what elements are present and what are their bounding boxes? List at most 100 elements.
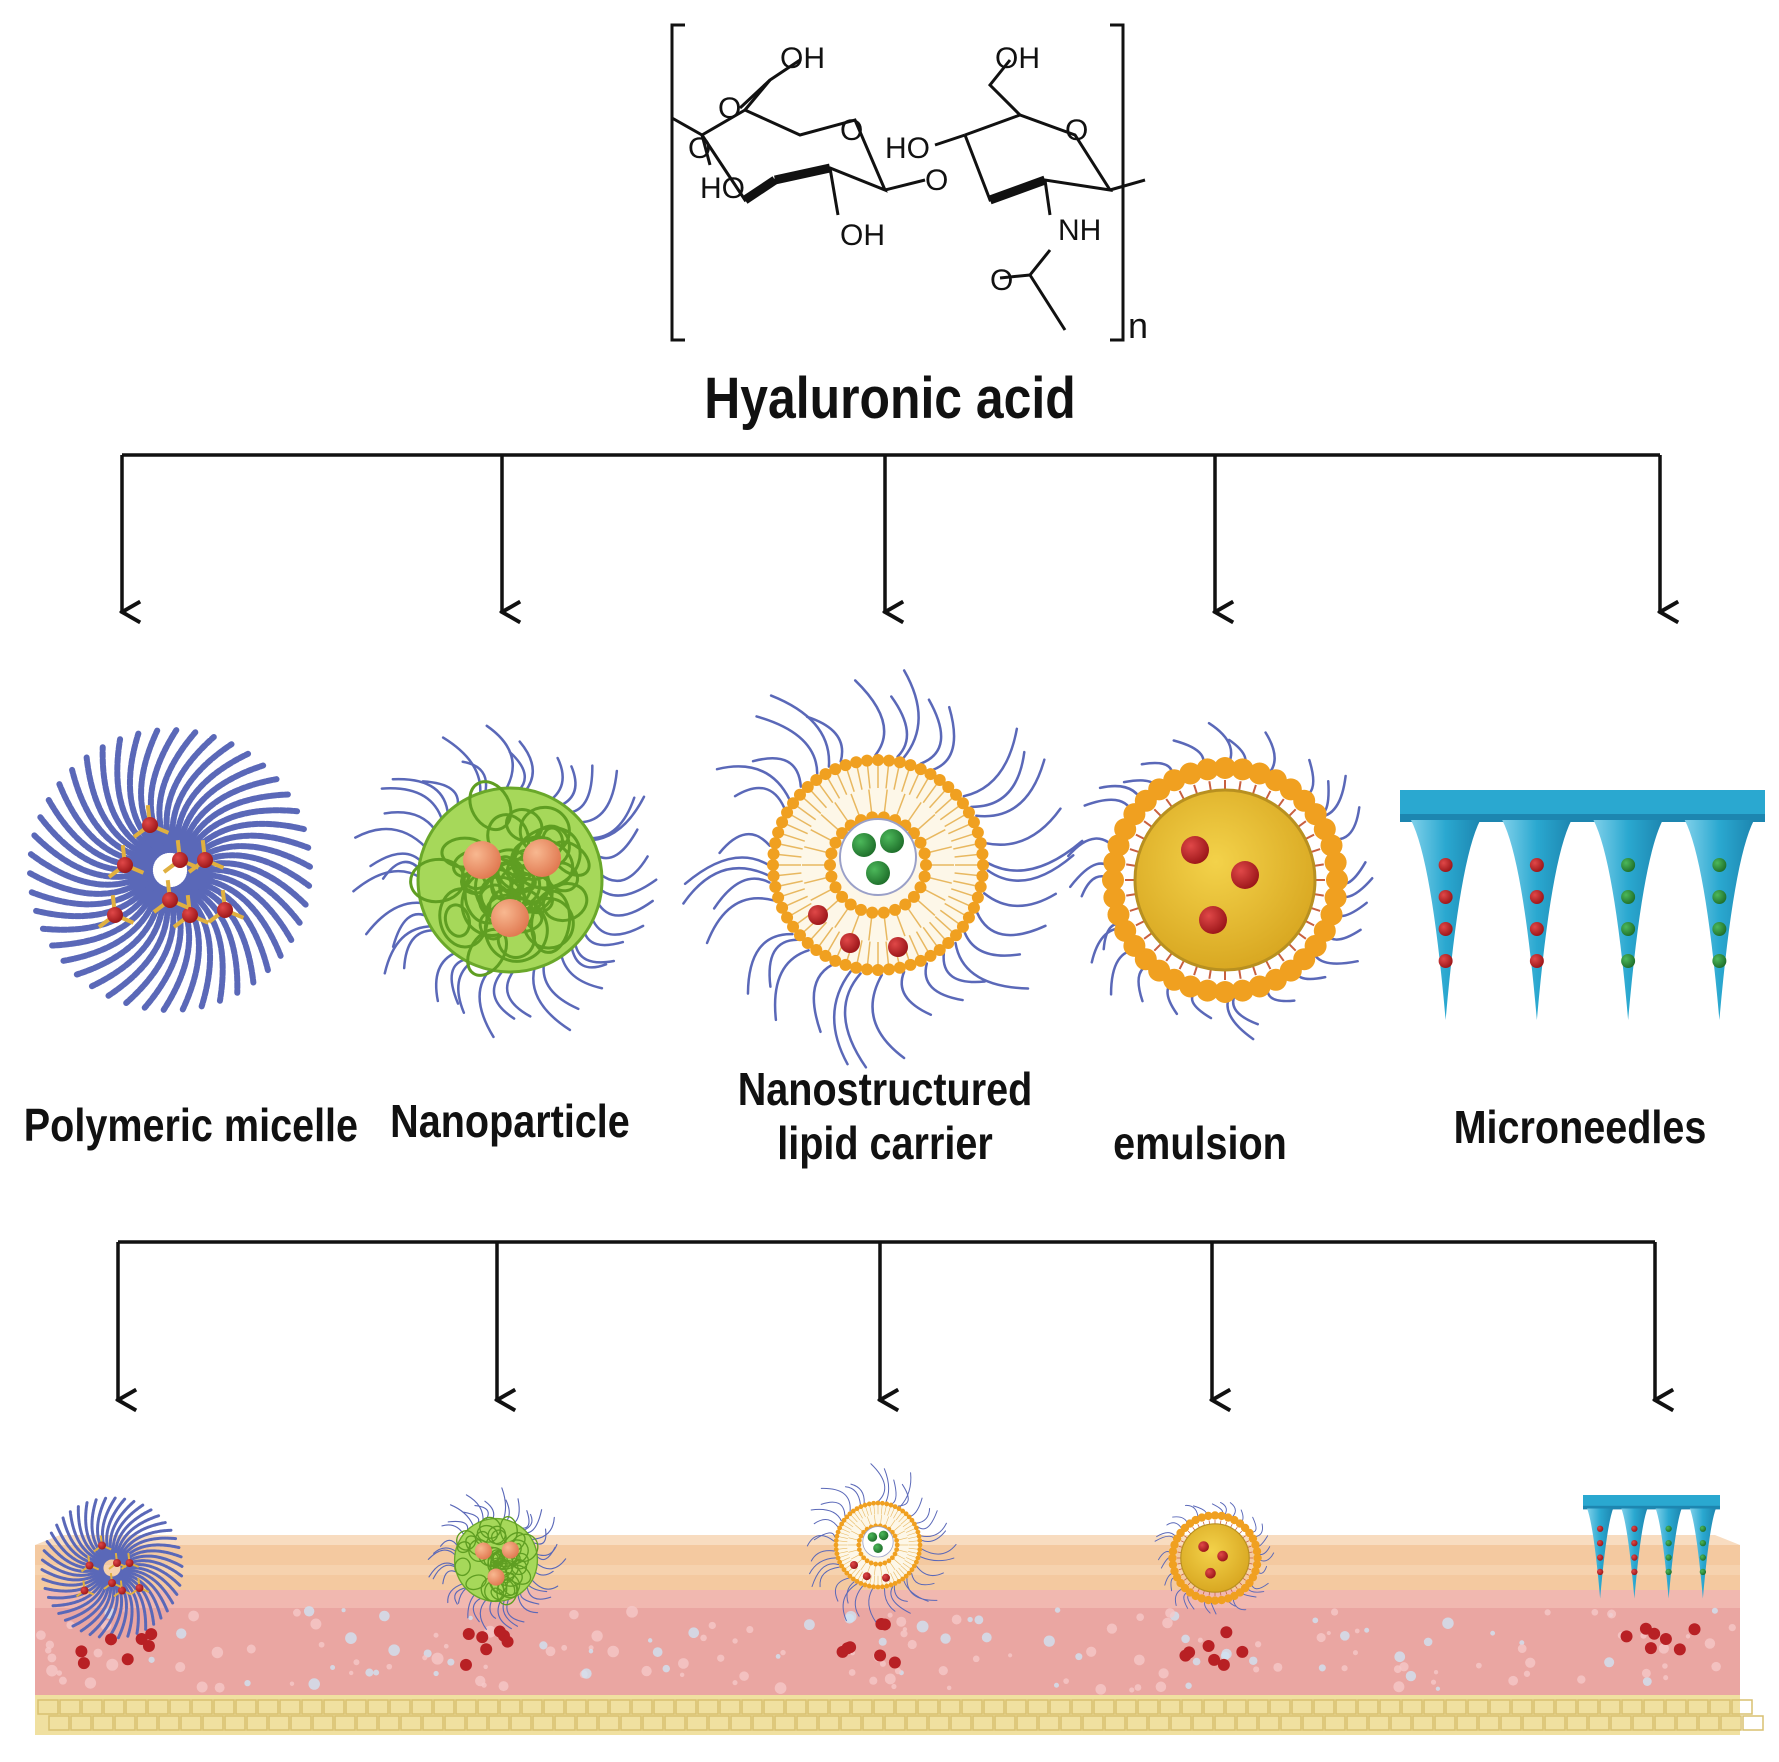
dermal-cell [1393, 1665, 1402, 1674]
dermal-cell [732, 1680, 738, 1686]
dermal-cell [545, 1646, 556, 1657]
fat-cell [521, 1699, 543, 1715]
surfactant-head [1253, 1553, 1262, 1563]
fat-cell [620, 1715, 642, 1731]
micelle-chain [27, 870, 154, 897]
lipid-head [917, 1542, 923, 1548]
needle-drug [1665, 1540, 1672, 1547]
lipid-head [856, 1538, 862, 1543]
micelle-chain [178, 776, 280, 857]
fat-cell [301, 1699, 323, 1715]
dermal-cell [539, 1641, 548, 1650]
lipid-head [967, 816, 980, 829]
released-drug [77, 1657, 90, 1670]
dermal-cell [246, 1644, 256, 1654]
polymer-strand [718, 832, 771, 855]
lipophilic-drug [882, 1573, 890, 1582]
lipid-head [837, 1525, 843, 1531]
lipid-head [834, 1551, 840, 1557]
fat-cell [1071, 1699, 1093, 1715]
fat-cell [191, 1699, 213, 1715]
lipid-head [772, 891, 785, 904]
polymer-strand [819, 1566, 841, 1588]
lipid-head [844, 1514, 850, 1520]
fat-cell [224, 1715, 246, 1731]
dermal-cell [708, 1621, 716, 1630]
needle-drug [1631, 1568, 1638, 1576]
fat-cell [279, 1699, 301, 1715]
lipid-head [829, 763, 842, 776]
lipid-head [933, 774, 946, 787]
lipid-head [882, 1560, 888, 1566]
lipid-head [793, 788, 806, 801]
drug-particle [113, 1559, 121, 1567]
fat-cell [1676, 1715, 1698, 1731]
needle-drug [1699, 1540, 1707, 1547]
lipid-head [769, 880, 782, 893]
dermal-cell [1663, 1675, 1669, 1681]
lipid-head [861, 754, 874, 767]
drug-particle [197, 852, 213, 868]
fat-cell [1687, 1699, 1709, 1715]
polymer-strand [485, 724, 514, 792]
polymer-strand [535, 1543, 558, 1557]
dermal-cell [1165, 1608, 1175, 1618]
dermal-cell [1442, 1617, 1454, 1629]
lipid-head [918, 870, 931, 883]
microneedle-base [1400, 790, 1765, 818]
hydrophilic-drug [880, 829, 904, 853]
surfactant-head [1217, 1595, 1226, 1605]
polymer-loop [490, 1587, 505, 1601]
dermal-cell [907, 1639, 917, 1650]
needle-drug [1631, 1540, 1638, 1547]
encapsulated-drug [474, 1542, 492, 1560]
dermal-cell [1341, 1665, 1348, 1672]
fat-cell [510, 1715, 532, 1731]
needle-drug [1438, 890, 1453, 904]
polymer-strand [810, 1508, 842, 1522]
micelle-chain [147, 727, 180, 854]
polymer-strand [902, 669, 920, 760]
dermal-cell [46, 1664, 58, 1677]
dermal-cell [386, 1663, 393, 1670]
lipid-head [950, 788, 963, 801]
lipid-head [833, 1546, 839, 1552]
lipid-head [825, 870, 838, 883]
dermal-cell [1607, 1609, 1617, 1619]
polymer-strand [534, 1570, 554, 1576]
dermal-cell [1043, 1635, 1055, 1647]
polymer-strand [427, 1549, 457, 1560]
needle-drug [1712, 858, 1727, 872]
fat-cell [169, 1699, 191, 1715]
fat-cell [1544, 1715, 1566, 1731]
polymer-strand [962, 727, 1019, 798]
fat-cell [906, 1715, 928, 1731]
polymer-strand [746, 932, 794, 995]
fat-cell [1533, 1699, 1555, 1715]
micelle-chain [60, 883, 162, 964]
lipid-head [942, 780, 955, 793]
fat-cell [1478, 1715, 1500, 1731]
dermal-cell [1704, 1638, 1716, 1649]
micelle-chain [43, 1571, 105, 1593]
lipid-head [836, 890, 849, 903]
fat-cell [400, 1715, 422, 1731]
polymer-strand [850, 1483, 865, 1504]
polymer-strand [924, 962, 964, 1002]
needle-drug [1529, 922, 1544, 936]
dermal-cell [891, 1683, 897, 1690]
chem-o-link-left: O [688, 132, 711, 165]
lipid-head [871, 1500, 877, 1506]
polymer-strand [871, 973, 906, 1060]
fat-cell [939, 1699, 961, 1715]
fat-cell [1709, 1699, 1731, 1715]
fat-cell [81, 1699, 103, 1715]
fat-cell [543, 1699, 565, 1715]
lipid-head [801, 937, 814, 950]
dermal-cell [1544, 1609, 1551, 1616]
fat-cell [114, 1715, 136, 1731]
skin-emulsion [1154, 1501, 1275, 1615]
polymer-strand [518, 740, 534, 793]
dermal-cell [972, 1655, 980, 1663]
micelle-chain [120, 1568, 175, 1605]
